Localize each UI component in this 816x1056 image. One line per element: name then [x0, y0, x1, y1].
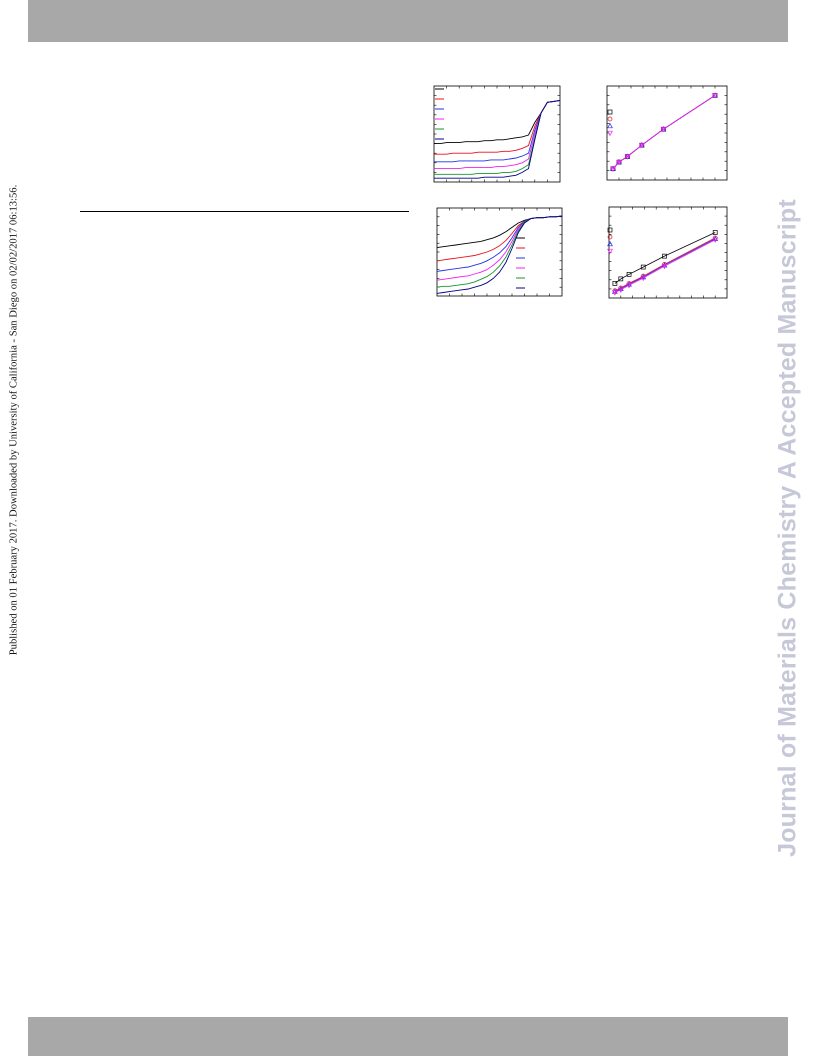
legend-marker — [607, 109, 613, 115]
data-point — [624, 154, 631, 160]
journal-watermark: Journal of Materials Chemistry A Accepte… — [773, 199, 802, 857]
data-point — [626, 281, 632, 287]
plot-frame — [433, 85, 561, 183]
text-rule — [80, 211, 409, 212]
data-point — [618, 276, 624, 282]
data-point — [617, 285, 624, 292]
chart-top-left — [433, 85, 561, 183]
data-point — [617, 287, 624, 293]
series-line — [436, 215, 563, 281]
data-point — [661, 262, 668, 268]
legend-marker — [607, 122, 613, 129]
series-line — [434, 99, 561, 155]
data-point — [612, 290, 618, 296]
series-line — [434, 99, 561, 170]
publication-note: Published on 01 February 2017. Downloade… — [8, 184, 20, 656]
data-point — [640, 275, 647, 282]
series-line — [436, 215, 563, 288]
series-line — [436, 215, 563, 249]
fit-line — [614, 232, 716, 284]
data-point — [612, 288, 618, 294]
data-point — [640, 264, 646, 270]
plot-frame — [606, 85, 728, 181]
fit-line — [614, 238, 716, 292]
legend-marker — [607, 234, 613, 240]
series-line — [434, 99, 561, 175]
data-point — [638, 143, 645, 149]
series-line — [436, 215, 563, 262]
series-line — [434, 99, 561, 179]
series-line — [436, 215, 563, 294]
legend-marker — [607, 240, 613, 247]
header-bar — [28, 0, 788, 42]
footer-bar — [28, 1017, 788, 1056]
fit-line — [614, 239, 716, 293]
chart-bottom-right — [607, 206, 728, 299]
series-line — [434, 99, 561, 145]
legend-marker — [607, 227, 613, 233]
chart-bottom-left — [436, 207, 563, 297]
chart-top-right — [606, 85, 728, 181]
data-point — [662, 253, 667, 259]
data-point — [626, 283, 632, 289]
data-point — [712, 235, 719, 242]
data-point — [712, 237, 719, 243]
data-point — [640, 273, 647, 280]
legend-marker — [607, 248, 613, 255]
plot-frame — [436, 207, 563, 297]
data-point — [660, 127, 667, 133]
legend-marker — [607, 116, 613, 122]
data-point — [610, 166, 616, 172]
series-line — [436, 215, 563, 272]
data-point — [626, 271, 632, 277]
data-point — [661, 263, 668, 270]
data-point — [712, 230, 718, 235]
data-point — [616, 159, 622, 166]
data-point — [612, 281, 618, 286]
data-point — [712, 93, 718, 99]
legend-marker — [607, 130, 613, 137]
